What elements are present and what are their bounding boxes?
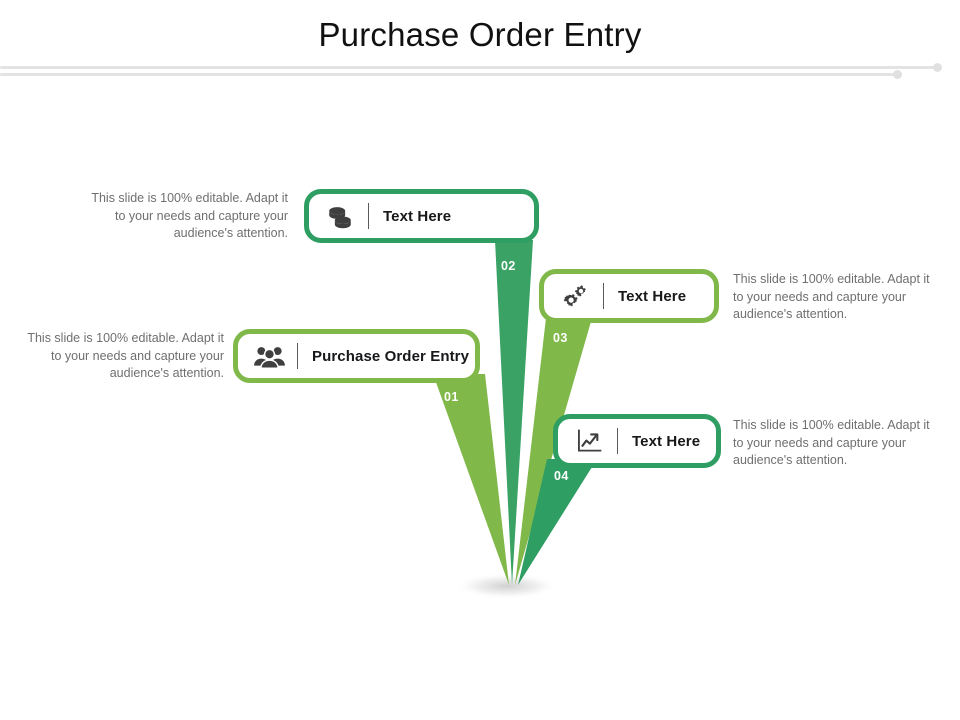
divider-line-top: [0, 66, 940, 69]
coins-icon: [322, 198, 358, 234]
growth-chart-icon: [571, 423, 607, 459]
node-label-01: Purchase Order Entry: [312, 347, 470, 365]
card-divider: [603, 283, 604, 309]
node-description-02: This slide is 100% editable. Adapt it to…: [91, 191, 288, 240]
ribbon-number-01: 01: [444, 390, 459, 404]
node-card-03[interactable]: Text Here: [539, 269, 719, 323]
card-divider: [368, 203, 369, 229]
ribbon-number-02: 02: [501, 259, 516, 273]
node-card-02[interactable]: Text Here: [304, 189, 539, 243]
divider-endpoint-dot-top: [933, 63, 942, 72]
convergence-shadow: [455, 573, 559, 599]
node-description-03: This slide is 100% editable. Adapt it to…: [733, 272, 930, 321]
divider-endpoint-dot-bottom: [893, 70, 902, 79]
ribbon-02: [495, 240, 533, 585]
ribbon-01: [433, 374, 509, 585]
node-card-01[interactable]: Purchase Order Entry: [233, 329, 480, 383]
node-label-02: Text Here: [383, 207, 452, 225]
divider-line-bottom: [0, 73, 900, 76]
node-card-04[interactable]: Text Here: [553, 414, 721, 468]
people-group-icon: [251, 338, 287, 374]
node-description-04: This slide is 100% editable. Adapt it to…: [733, 418, 930, 467]
card-divider: [617, 428, 618, 454]
gears-icon: [557, 278, 593, 314]
card-divider: [297, 343, 298, 369]
node-description-01: This slide is 100% editable. Adapt it to…: [27, 331, 224, 380]
ribbon-number-03: 03: [553, 331, 568, 345]
page-title: Purchase Order Entry: [318, 16, 642, 53]
node-label-03: Text Here: [618, 287, 687, 305]
ribbon-number-04: 04: [554, 469, 569, 483]
node-label-04: Text Here: [632, 432, 701, 450]
